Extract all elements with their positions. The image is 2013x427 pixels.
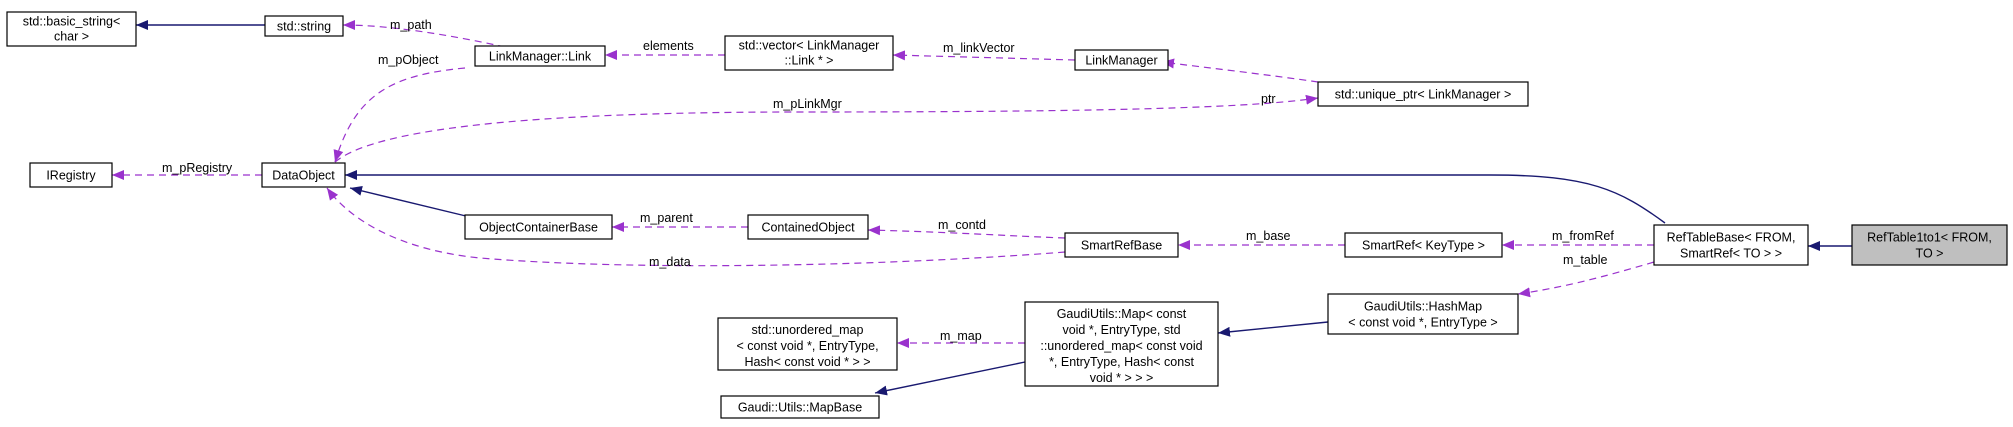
node-unordered-map-line-2: < const void *, EntryType, [736,339,878,353]
node-containedobject[interactable]: ContainedObject [747,214,869,240]
node-objectcontainerbase[interactable]: ObjectContainerBase [464,214,613,240]
edge-labels: m_path m_pObject elements m_linkVector p… [162,18,1614,343]
node-smartref-keytype-line-1: SmartRef< KeyType > [1362,239,1485,253]
node-gaudiutils-map-line-2: void *, EntryType, std [1062,323,1180,337]
node-gaudiutils-map-line-4: *, EntryType, Hash< const [1049,355,1194,369]
node-vector-link-line-2: ::Link * > [785,54,834,68]
edge-dataobject-to-uniqueptr [334,94,1319,163]
node-gaudiutils-map[interactable]: GaudiUtils::Map< const void *, EntryType… [1024,301,1219,387]
node-std-string[interactable]: std::string [264,15,344,37]
node-basic-string-line-2: char > [54,30,89,44]
node-vector-link-line-1: std::vector< LinkManager [739,39,880,53]
node-gaudi-utils-mapbase[interactable]: Gaudi::Utils::MapBase [720,395,880,419]
node-reftablebase-line-2: SmartRef< TO > > [1680,247,1782,261]
edge-label-ptr: ptr [1261,92,1276,106]
node-gaudiutils-map-line-3: ::unordered_map< const void [1040,339,1202,353]
node-linkmanager-line-1: LinkManager [1085,54,1157,68]
node-unordered-map-line-1: std::unordered_map [752,323,864,337]
node-reftable1to1[interactable]: RefTable1to1< FROM, TO > [1851,224,2008,266]
edge-hashmap-to-gumap [1217,321,1329,337]
node-gaudi-utils-mapbase-line-1: Gaudi::Utils::MapBase [738,401,862,415]
edge-gumap-to-mapbase [874,361,1026,396]
node-gaudiutils-hashmap-line-1: GaudiUtils::HashMap [1364,300,1482,314]
node-basic-string[interactable]: std::basic_string< char > [6,11,137,47]
node-linkmanager[interactable]: LinkManager [1074,49,1169,71]
node-unique-ptr-line-1: std::unique_ptr< LinkManager > [1335,88,1512,102]
edge-label-m-linkvector: m_linkVector [943,41,1015,55]
edge-label-m-table: m_table [1563,253,1608,267]
edge-string-to-link [342,20,506,48]
edges [112,20,1852,396]
edge-label-m-contd: m_contd [938,218,986,232]
node-std-string-line-1: std::string [277,20,331,34]
edge-label-elements: elements [643,39,694,53]
node-vector-link[interactable]: std::vector< LinkManager ::Link * > [724,35,894,71]
edge-reftablebase-to-dataobject [345,170,1666,224]
node-gaudiutils-hashmap-line-2: < const void *, EntryType > [1348,316,1497,330]
node-linkmanager-link-line-1: LinkManager::Link [489,50,592,64]
edge-objcontainer-to-dataobject [349,185,471,218]
node-dataobject-line-1: DataObject [272,169,335,183]
edge-label-m-parent: m_parent [640,211,693,225]
node-linkmanager-link[interactable]: LinkManager::Link [474,45,606,67]
node-reftable1to1-line-2: TO > [1916,247,1944,261]
node-gaudiutils-map-line-1: GaudiUtils::Map< const [1057,307,1187,321]
edge-label-m-fromref: m_fromRef [1552,229,1614,243]
edge-reftablebase-to-hashmap [1517,261,1655,298]
node-smartrefbase[interactable]: SmartRefBase [1064,232,1179,258]
node-unique-ptr[interactable]: std::unique_ptr< LinkManager > [1317,81,1529,107]
node-dataobject[interactable]: DataObject [261,162,346,188]
edge-label-m-map: m_map [940,329,982,343]
node-iregistry[interactable]: IRegistry [29,162,113,188]
node-smartrefbase-line-1: SmartRefBase [1081,239,1162,253]
node-objectcontainerbase-line-1: ObjectContainerBase [479,221,598,235]
node-gaudiutils-hashmap[interactable]: GaudiUtils::HashMap < const void *, Entr… [1327,293,1519,335]
edge-link-to-dataobject [333,67,466,163]
edge-label-m-plinkmgr: m_pLinkMgr [773,97,842,111]
edge-label-m-path: m_path [390,18,432,32]
edge-linkmanager-to-vector [892,50,1076,61]
node-basic-string-line-1: std::basic_string< [23,15,121,29]
node-unordered-map-line-3: Hash< const void * > > [744,355,870,369]
node-iregistry-line-1: IRegistry [46,169,96,183]
edge-label-m-pobject: m_pObject [378,53,439,67]
node-unordered-map[interactable]: std::unordered_map < const void *, Entry… [717,317,898,371]
edge-label-m-pregistry: m_pRegistry [162,161,233,175]
node-smartref-keytype[interactable]: SmartRef< KeyType > [1344,232,1503,258]
node-gaudiutils-map-line-5: void * > > > [1090,371,1154,385]
node-containedobject-line-1: ContainedObject [761,221,855,235]
node-reftablebase-line-1: RefTableBase< FROM, [1667,231,1796,245]
edge-smartrefbase-to-contained [867,225,1066,239]
edge-uniqueptr-to-linkmanager [1161,58,1319,83]
edge-label-m-data: m_data [649,255,691,269]
node-reftablebase[interactable]: RefTableBase< FROM, SmartRef< TO > > [1653,224,1809,266]
node-reftable1to1-line-1: RefTable1to1< FROM, [1867,231,1992,245]
nodes: std::basic_string< char > std::string Li… [6,11,2008,419]
edge-smartrefbase-to-dataobject [326,187,1066,267]
edge-label-m-base: m_base [1246,229,1291,243]
